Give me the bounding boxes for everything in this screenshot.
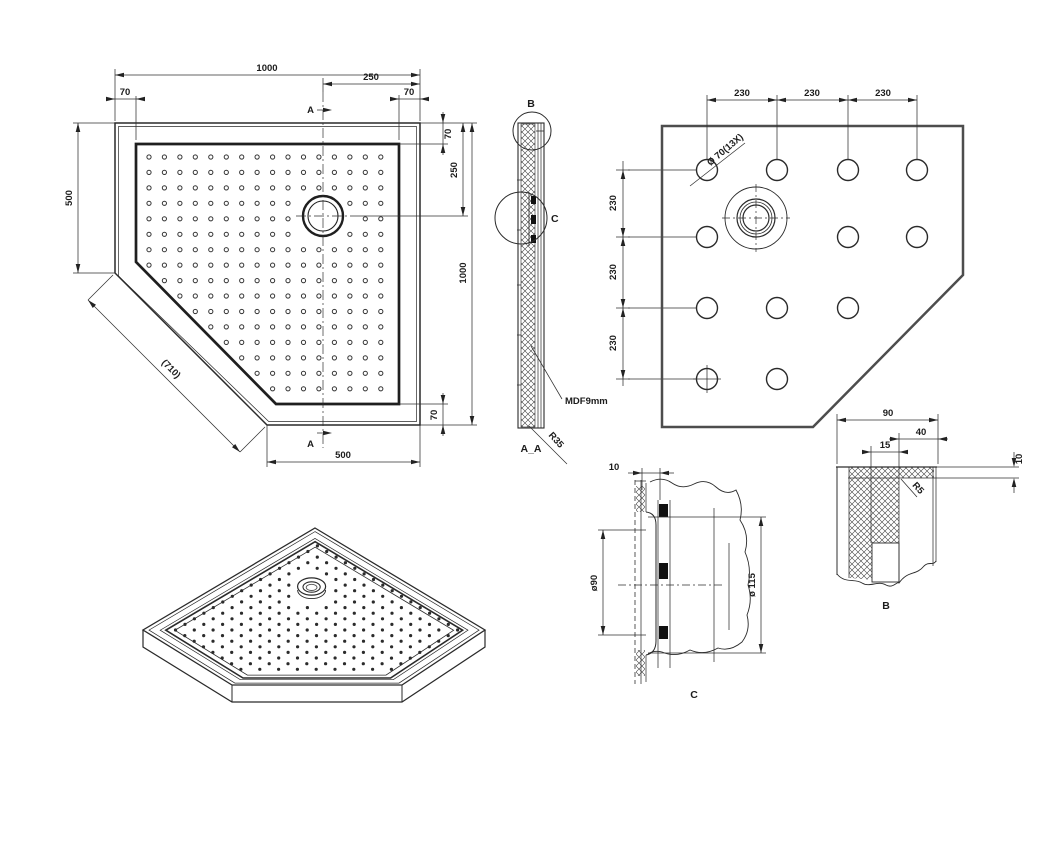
detail-b-break-bottom	[836, 560, 937, 587]
dim-edge-10: 10	[609, 462, 620, 473]
dim-col-2: 230	[804, 88, 820, 99]
detail-c-circle	[494, 191, 548, 245]
row-spacing-dimensions: 230 230 230	[608, 161, 696, 386]
iso-drain	[297, 577, 327, 600]
detail-b-notch	[871, 542, 900, 583]
foot-holes	[695, 158, 929, 391]
detail-b-marker: B	[527, 98, 535, 110]
dim-col-3: 230	[875, 88, 891, 99]
section-mdf-core-hatch	[520, 123, 536, 428]
tray-floor-outline	[134, 142, 401, 406]
dim-step-40: 40	[916, 427, 927, 438]
dim-inset-top-right: 70	[404, 87, 415, 98]
detail-b-label: B	[882, 600, 890, 612]
detail-b-view: 90 40 15 10 R5 B	[836, 408, 1025, 612]
dim-row-1: 230	[608, 195, 619, 211]
dim-inset-top-left: 70	[120, 87, 131, 98]
detail-c-label: C	[690, 689, 698, 701]
section-view-label: A_A	[520, 443, 541, 455]
dim-drain-offset-y: 250	[449, 162, 460, 178]
detail-c-recess-profile	[645, 511, 657, 656]
section-marker-bottom: A	[307, 439, 314, 450]
dim-rim-right-bottom: 70	[429, 410, 440, 421]
detail-b-skin-hatch	[899, 467, 934, 478]
isometric-view	[141, 527, 487, 703]
dim-overall-height: 1000	[458, 262, 469, 283]
dim-dia-90: ø90	[589, 575, 600, 591]
section-view-aa: B C MDF9mm R35 A_A	[494, 98, 608, 465]
dim-skin-10: 10	[1014, 454, 1025, 465]
underside-view: 230 230 230 Ø 70(13X)	[660, 88, 965, 429]
dim-notch-15: 15	[880, 440, 891, 451]
iso-dot-pattern	[173, 544, 460, 671]
dim-left-edge: 500	[64, 190, 75, 206]
dim-row-3: 230	[608, 335, 619, 351]
section-marker-top: A	[307, 105, 314, 116]
dim-col-1: 230	[734, 88, 750, 99]
hole-callout: Ø 70(13X)	[705, 132, 746, 169]
tray-rim-inner-line	[118, 126, 417, 422]
material-note: MDF9mm	[565, 396, 608, 407]
dim-total-90: 90	[883, 408, 894, 419]
underside-outline	[660, 124, 965, 429]
detail-c-view: 10 ø90 ø 115 C	[589, 462, 766, 701]
detail-b-circle	[512, 111, 552, 151]
dim-overall-width: 1000	[256, 63, 277, 74]
dim-dia-115: ø 115	[747, 572, 758, 596]
dim-drain-offset-x: 250	[363, 72, 379, 83]
section-drain-fitting	[528, 192, 536, 246]
radius-note-r5: R5	[910, 480, 927, 497]
tray-outer-outline	[114, 122, 421, 426]
dim-chamfer-ref: (710)	[159, 357, 182, 380]
anti-slip-dot-pattern	[146, 154, 384, 392]
dim-row-2: 230	[608, 264, 619, 280]
dim-rim-right-top: 70	[443, 129, 454, 140]
detail-c-break-outline	[647, 478, 751, 655]
dim-bottom-edge: 500	[335, 450, 351, 461]
plan-view: 1000 250 70 70 70 250 1000 70 500 (710) …	[64, 63, 477, 467]
detail-c-marker: C	[551, 213, 559, 225]
radius-note-r35: R35	[546, 430, 566, 451]
